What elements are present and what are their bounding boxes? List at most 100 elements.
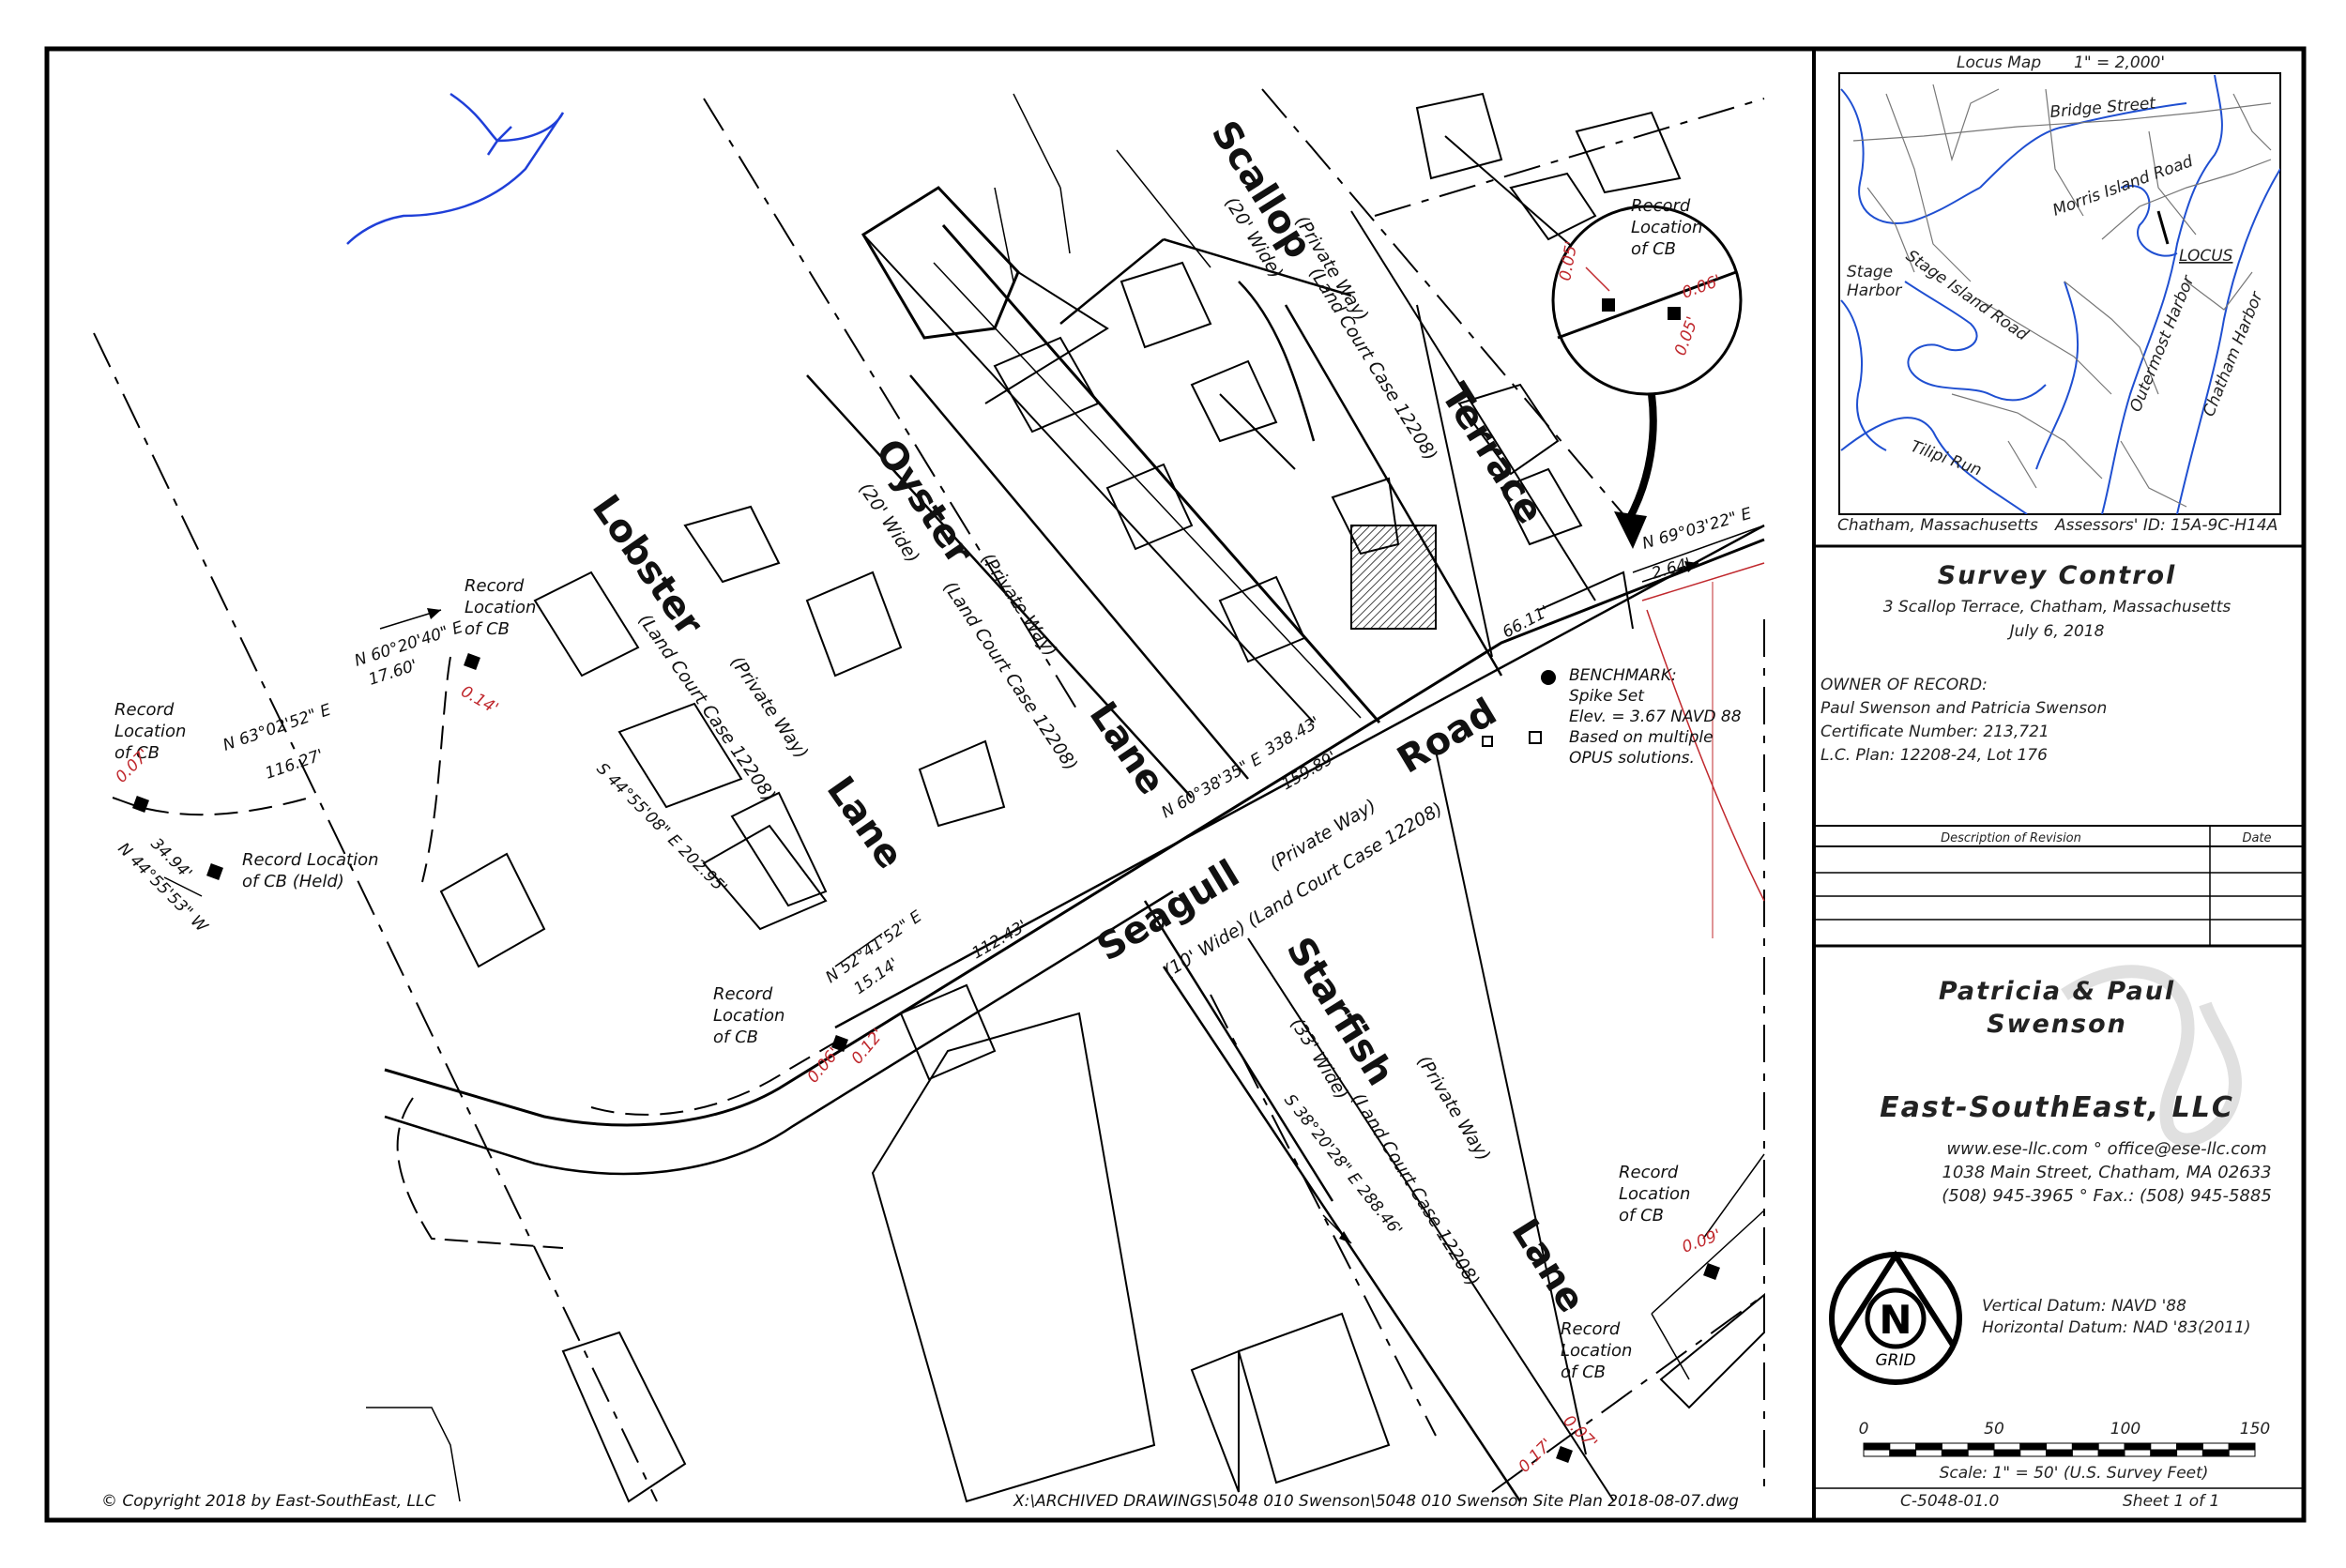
scale-segment-top [2071, 1442, 2099, 1451]
sheet-border [44, 46, 2307, 1523]
sheet-number: Sheet 1 of 1 [2123, 1492, 2219, 1511]
locus-map: Locus Map 1" = 2,000' Bridge Street Morr… [1837, 53, 2281, 535]
locus-label: LOCUS [2179, 247, 2233, 266]
bearing-b1: N 69°03'22" E [1640, 504, 1754, 553]
bearing-b11: S 44°55'08" E 202.95' [592, 759, 730, 897]
owner-heading: OWNER OF RECORD: [1820, 676, 1988, 694]
street-oyster-lane: Lane [1081, 694, 1174, 802]
horizontal-datum: Horizontal Datum: NAD '83(2011) [1982, 1318, 2251, 1337]
offset-o5: 0.09' [1680, 1225, 1724, 1256]
plan-drawing: Scallop Terrace Oyster Lane Lobster Lane… [93, 88, 1765, 1511]
scale-segment-bottom [1993, 1449, 2021, 1457]
scale-segment-bottom [2071, 1449, 2099, 1457]
scale-segment-top [1993, 1442, 2021, 1451]
bearing-b3: N 60°38'35" E [1159, 750, 1266, 823]
scale-segment-top [1863, 1442, 1891, 1451]
scale-tick-150: 150 [2240, 1420, 2270, 1439]
offset-o2: 0.14' [458, 682, 502, 719]
scale-segment-top [1915, 1442, 1942, 1451]
bearing-b2: 66.11' [1500, 602, 1552, 643]
scale-bar: 0 50 100 150 Scale: 1" = 50' (U.S. Surve… [1859, 1420, 2271, 1483]
lc-plan: L.C. Plan: 12208-24, Lot 176 [1820, 746, 2048, 765]
bearing-b4: 159.89' [1279, 748, 1341, 794]
scale-segment-bottom [2124, 1449, 2152, 1457]
scale-segment-top [2176, 1442, 2203, 1451]
label-scallop-lcc: (Land Court Case 12208) [1305, 264, 1441, 464]
north-arrow-icon: N GRID [1829, 1250, 1962, 1385]
scale-segment-bottom [1915, 1449, 1942, 1457]
offset-o4: 0.12' [848, 1026, 889, 1068]
certificate-number: Certificate Number: 213,721 [1820, 723, 2049, 741]
scale-segment-top [2201, 1442, 2230, 1451]
street-starfish-lane: Lane [1503, 1211, 1593, 1320]
north-grid: GRID [1875, 1351, 1915, 1370]
client-line1: Patricia & Paul [1939, 977, 2175, 1006]
cb-detail-inset [1551, 205, 1743, 396]
scale-segment-bottom [1967, 1449, 1995, 1457]
drawing-number: C-5048-01.0 [1900, 1492, 1999, 1511]
revision-header-description: Description of Revision [1941, 831, 2081, 845]
scale-text: Scale: 1" = 50' (U.S. Survey Feet) [1940, 1464, 2209, 1483]
copyright-note: © Copyright 2018 by East-SouthEast, LLC [101, 1492, 435, 1511]
street-terrace: Terrace [1433, 376, 1552, 531]
scale-tick-0: 0 [1859, 1420, 1869, 1439]
scale-segment-top [1967, 1442, 1995, 1451]
locus-assessors-id: Assessors' ID: 15A-9C-H14A [2054, 516, 2277, 535]
scale-segment-top [2228, 1442, 2256, 1451]
street-seagull-road: Road [1390, 690, 1503, 782]
stream-water [346, 92, 565, 245]
company-name: East-SouthEast, LLC [1880, 1091, 2234, 1124]
offset-o6: 0.07' [1559, 1411, 1600, 1453]
vertical-datum: Vertical Datum: NAVD '88 [1982, 1297, 2186, 1316]
scale-segment-bottom [2150, 1449, 2178, 1457]
scale-tick-100: 100 [2110, 1420, 2140, 1439]
revision-header-date: Date [2242, 831, 2271, 845]
bearing-b8-dist: 116.27' [263, 746, 326, 784]
survey-date: July 6, 2018 [2007, 622, 2105, 641]
scale-segment-bottom [1863, 1449, 1891, 1457]
bearing-b12: S 38°20'28" E 288.46' [1280, 1091, 1406, 1241]
survey-address: 3 Scallop Terrace, Chatham, Massachusett… [1883, 598, 2232, 617]
scale-segment-bottom [2097, 1449, 2125, 1457]
north-letter: N [1879, 1297, 1912, 1343]
street-seagull: Seagull [1089, 852, 1246, 970]
file-path-note: X:\ARCHIVED DRAWINGS\5048 010 Swenson\50… [1013, 1492, 1739, 1511]
scale-segment-bottom [1941, 1449, 1969, 1457]
scale-segment-top [2124, 1442, 2152, 1451]
seagull-road-line [384, 538, 1765, 1127]
bearing-b3-dist: 338.43' [1262, 713, 1324, 759]
scale-segment-bottom [2019, 1449, 2048, 1457]
locus-town: Chatham, Massachusetts [1837, 516, 2038, 535]
company-web-email: www.ese-llc.com ° office@ese-llc.com [1946, 1139, 2266, 1159]
scale-segment-top [2097, 1442, 2125, 1451]
locus-title: Locus Map [1957, 53, 2041, 72]
offset-o7: 0.17' [1515, 1435, 1556, 1476]
company-address: 1038 Main Street, Chatham, MA 02633 [1942, 1163, 2271, 1182]
scale-segment-top [2046, 1442, 2073, 1451]
client-line2: Swenson [1987, 1010, 2127, 1039]
label-starfish-private: (Private Way) [1413, 1052, 1495, 1165]
scale-segment-bottom [2201, 1449, 2230, 1457]
cape-cod-watermark [2061, 965, 2242, 1147]
bearing-b1-dist: 2.64' [1650, 555, 1693, 584]
revision-table [1814, 825, 2304, 948]
scale-segment-top [1941, 1442, 1969, 1451]
street-lobster-lane: Lane [818, 769, 912, 876]
scale-segment-top [2150, 1442, 2178, 1451]
scale-segment-bottom [1889, 1449, 1917, 1457]
owner-names: Paul Swenson and Patricia Swenson [1820, 699, 2107, 718]
scale-segment-top [1889, 1442, 1917, 1451]
scale-segment-bottom [2228, 1449, 2256, 1457]
scale-segment-bottom [2176, 1449, 2203, 1457]
scale-tick-50: 50 [1984, 1420, 2004, 1439]
